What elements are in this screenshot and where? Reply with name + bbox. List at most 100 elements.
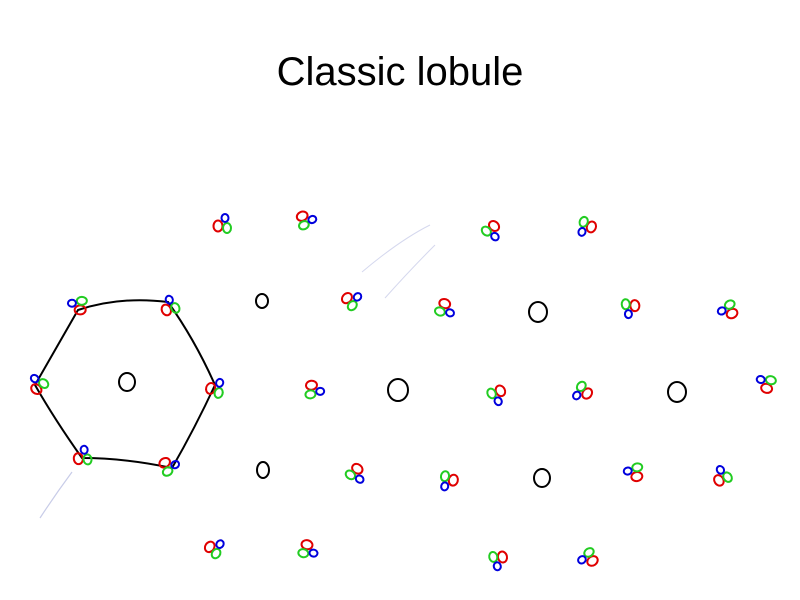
triad-vessel	[496, 550, 509, 564]
portal-triad	[203, 539, 225, 560]
triad-vessel	[723, 299, 736, 310]
triad-vessel	[492, 561, 502, 572]
triad-vessel	[308, 548, 319, 558]
triad-vessel	[38, 378, 50, 389]
triad-vessel	[66, 298, 77, 308]
triad-vessel	[73, 304, 87, 316]
triad-vessel	[75, 295, 88, 306]
portal-triad	[488, 550, 509, 572]
portal-triad	[439, 470, 459, 492]
portal-triad	[72, 444, 93, 466]
portal-triad	[205, 377, 225, 399]
triad-vessel	[622, 466, 633, 476]
portal-triad	[755, 374, 777, 394]
triad-vessel	[170, 302, 181, 314]
triad-vessel	[212, 219, 224, 233]
portal-triad	[716, 299, 739, 320]
triad-vessel	[623, 309, 633, 320]
portal-triad	[480, 220, 501, 242]
triad-vessel	[82, 453, 93, 466]
triad-vessel	[352, 292, 363, 302]
triad-vessel	[164, 294, 174, 305]
portal-triad	[486, 384, 507, 407]
portal-triad	[297, 539, 319, 559]
triad-vessel	[215, 539, 225, 549]
triad-vessel	[480, 225, 492, 237]
central-vein	[387, 378, 409, 402]
central-vein	[667, 381, 687, 403]
triad-vessel	[354, 474, 365, 484]
triad-vessel	[722, 471, 733, 483]
triad-vessel	[572, 390, 582, 401]
triad-vessel	[344, 469, 357, 481]
triad-vessel	[487, 220, 501, 233]
central-vein	[256, 461, 270, 479]
triad-vessel	[170, 459, 181, 470]
portal-triad	[577, 547, 599, 567]
lobule-hexagon-outline	[33, 299, 217, 470]
triad-vessel	[620, 298, 631, 311]
triad-vessel	[161, 466, 174, 477]
triad-vessel	[340, 292, 353, 305]
triad-vessel	[578, 215, 589, 228]
central-vein	[533, 468, 551, 488]
triad-vessel	[29, 373, 40, 384]
triad-vessel	[297, 548, 310, 559]
faint-stroke	[384, 244, 436, 299]
triad-vessel	[210, 547, 222, 560]
portal-triad	[434, 298, 455, 318]
triad-vessel	[220, 213, 230, 223]
triad-vessel	[351, 462, 364, 475]
triad-vessel	[755, 374, 766, 385]
triad-vessel	[215, 377, 225, 388]
triad-vessel	[346, 300, 358, 312]
triad-vessel	[490, 231, 500, 242]
faint-stroke	[361, 224, 431, 273]
triad-vessel	[445, 308, 455, 318]
portal-triad	[295, 210, 318, 231]
portal-triad	[572, 380, 594, 401]
triad-vessel	[575, 380, 587, 393]
central-vein	[118, 372, 136, 392]
portal-triad	[212, 213, 232, 234]
central-veins	[118, 293, 687, 488]
portal-triad	[66, 295, 88, 316]
triad-vessel	[488, 550, 499, 563]
triad-vessel	[213, 387, 224, 399]
triad-vessel	[203, 540, 216, 554]
triad-vessel	[577, 555, 587, 565]
triad-vessel	[298, 220, 310, 231]
triad-vessel	[493, 396, 503, 407]
triad-vessel	[304, 379, 318, 391]
portal-triad	[304, 379, 326, 400]
portal-triad	[158, 456, 181, 477]
portal-triad	[620, 298, 641, 320]
portal-triad	[577, 215, 598, 237]
triad-vessel	[583, 547, 595, 558]
triad-vessel	[222, 222, 232, 234]
portal-triad	[29, 373, 50, 396]
triad-vessel	[79, 444, 89, 455]
portal-triads	[29, 210, 777, 572]
faint-stroke	[39, 471, 73, 519]
central-vein	[255, 293, 269, 309]
central-vein	[528, 301, 548, 323]
triad-vessel	[439, 470, 451, 483]
portal-triad	[340, 292, 363, 312]
triad-vessel	[631, 462, 644, 473]
slide-title: Classic lobule	[276, 50, 524, 94]
portal-triad	[622, 462, 644, 483]
triad-vessel	[486, 387, 497, 400]
triad-vessel	[307, 214, 318, 225]
triad-vessel	[630, 471, 644, 483]
triad-vessel	[581, 387, 594, 400]
triad-vessel	[764, 375, 777, 386]
triad-vessel	[440, 481, 450, 492]
portal-triad	[344, 462, 365, 484]
triad-vessel	[577, 226, 587, 237]
triad-vessel	[434, 306, 446, 317]
triad-vessel	[315, 386, 326, 396]
portal-triad	[713, 465, 733, 487]
portal-triad	[160, 294, 181, 317]
